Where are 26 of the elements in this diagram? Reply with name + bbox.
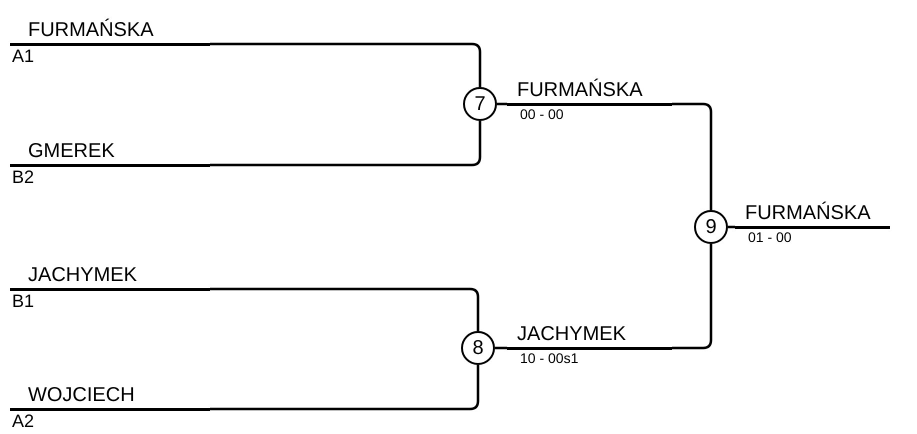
player-name: FURMAŃSKA [28,18,154,43]
bracket-line [497,102,507,106]
player-name: JACHYMEK [517,322,626,347]
match-number: 7 [474,94,486,114]
bracket-line [672,102,712,210]
bracket-line [728,226,735,228]
score-label: 10 - 00s1 [520,350,578,366]
seed-label: B1 [12,291,34,311]
seed-label: A1 [12,46,34,66]
match-number: 9 [705,217,717,237]
bracket-line [210,121,482,166]
score-label: 00 - 00 [520,106,564,122]
player-name: FURMAŃSKA [517,78,643,103]
bracket-line [672,244,712,350]
bracket-line [210,365,480,410]
score-label: 01 - 00 [748,229,792,245]
match-number: 8 [472,338,484,358]
player-name: FURMAŃSKA [745,200,871,226]
seed-label: B2 [12,167,34,187]
bracket-line [210,42,482,87]
player-name: GMEREK [28,139,115,164]
bracket-line [495,346,507,350]
player-name: JACHYMEK [28,263,137,288]
seed-label: A2 [12,411,34,431]
bracket-line [210,288,480,331]
player-name: WOJCIECH [28,383,135,408]
